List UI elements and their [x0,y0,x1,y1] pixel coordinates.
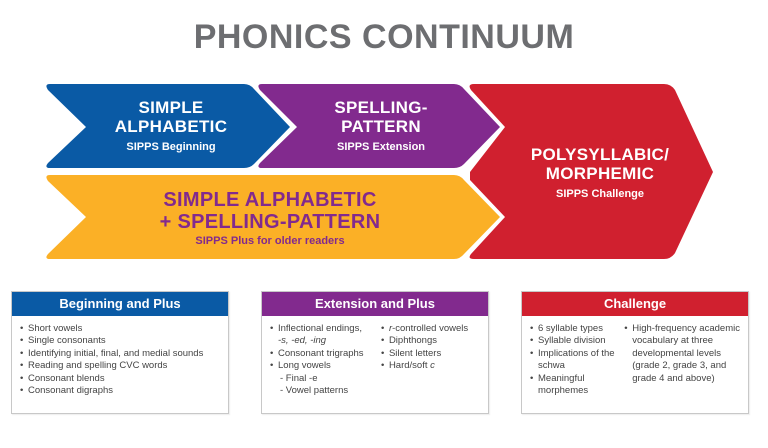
list-item: High-frequency academic vocabulary at th… [624,323,740,385]
list-item: Consonant digraphs [20,385,203,398]
arrow-title-line2: MORPHEMIC [545,164,655,183]
box-header: Challenge [522,292,748,316]
box-beginning: Beginning and Plus Short vowels Single c… [11,291,229,414]
list-item: Meaningful morphemes [530,373,620,398]
arrow-subtitle: SIPPS Challenge [555,188,645,200]
arrow-title-line1: SIMPLE [138,98,204,117]
arrow-combined [46,175,501,259]
list-item-continuation: -s, -ed, -ing [270,335,381,347]
arrow-combined-label: SIMPLE ALPHABETIC + SPELLING-PATTERN SIP… [150,189,390,247]
list-item: Identifying initial, final, and medial s… [20,348,203,361]
box-challenge: Challenge 6 syllable types Syllable divi… [521,291,749,414]
list-item: Hard/soft c [381,360,480,373]
skill-list-col1: Inflectional endings, -s, -ed, -ing Cons… [270,323,381,397]
skill-list-col2: r-controlled vowels Diphthongs Silent le… [381,323,480,397]
arrow-spelling-pattern-label: SPELLING- PATTERN SIPPS Extension [306,98,456,153]
skill-list-col2: High-frequency academic vocabulary at th… [620,323,740,397]
arrow-spelling-pattern [258,84,500,168]
list-item: 6 syllable types [530,323,620,336]
arrow-title-line1: SIMPLE ALPHABETIC [163,189,377,211]
list-item: Inflectional endings, [270,323,381,336]
arrow-simple-alphabetic [46,84,291,168]
list-item: Silent letters [381,348,480,361]
list-item: Syllable division [530,335,620,348]
list-item: Diphthongs [381,335,480,348]
list-item: Implications of the schwa [530,348,620,373]
sub-list-item: - Vowel patterns [280,385,349,397]
arrow-subtitle: SIPPS Extension [336,141,426,153]
arrow-subtitle: SIPPS Beginning [126,141,216,153]
list-item: r-controlled vowels [381,323,480,336]
list-item-text: -controlled vowels [392,323,469,334]
skill-list: Short vowels Single consonants Identifyi… [20,323,203,398]
box-header: Beginning and Plus [12,292,228,316]
list-item: Consonant trigraphs [270,348,381,361]
arrow-simple-alphabetic-label: SIMPLE ALPHABETIC SIPPS Beginning [96,98,246,153]
arrow-polysyllabic [469,84,713,259]
r-letter: r [388,323,393,334]
inflection-examples: -s, -ed, -ing [278,335,327,347]
skill-list-col1: 6 syllable types Syllable division Impli… [530,323,620,397]
arrow-subtitle: SIPPS Plus for older readers [195,235,345,247]
list-item: Single consonants [20,335,203,348]
c-letter: c [430,360,435,372]
box-body: 6 syllable types Syllable division Impli… [522,316,748,397]
arrow-title-line2: + SPELLING-PATTERN [159,211,381,233]
box-body: Inflectional endings, -s, -ed, -ing Cons… [262,316,488,397]
arrow-polysyllabic-label: POLYSYLLABIC/ MORPHEMIC SIPPS Challenge [520,145,680,200]
box-body: Short vowels Single consonants Identifyi… [12,316,228,398]
list-item: Short vowels [20,323,203,336]
arrow-title-line2: ALPHABETIC [114,117,228,136]
arrow-title-line2: PATTERN [341,117,421,136]
sub-list-item: - Final -e [280,372,318,384]
list-item: Long vowels [270,360,381,373]
arrow-title-line1: POLYSYLLABIC/ [530,145,670,164]
arrow-title-line1: SPELLING- [334,98,428,117]
list-item: Reading and spelling CVC words [20,360,203,373]
box-header: Extension and Plus [262,292,488,316]
page-title: PHONICS CONTINUUM [193,18,575,56]
box-extension: Extension and Plus Inflectional endings,… [261,291,489,414]
list-item: Consonant blends [20,373,203,386]
list-item-text: Hard/soft [388,360,431,372]
